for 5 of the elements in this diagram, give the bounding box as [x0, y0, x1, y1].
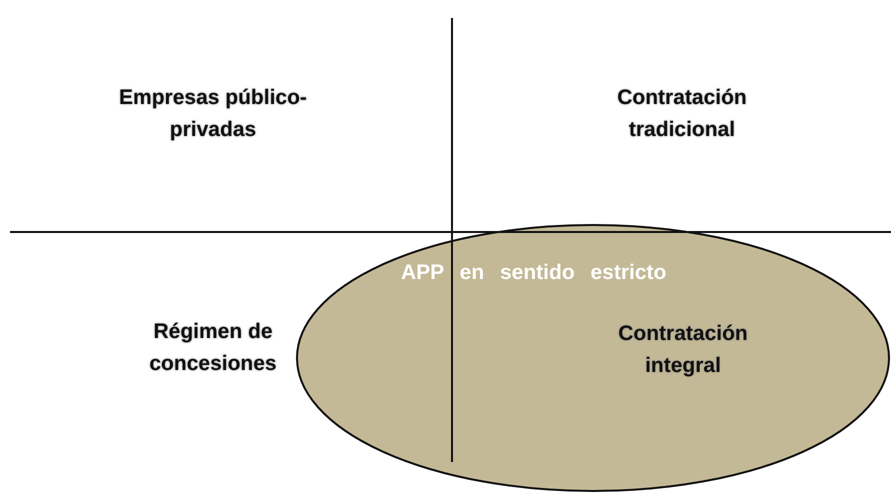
quadrant-label: Contratación tradicional [616, 85, 748, 143]
quadrant-label: Empresas público-privadas [118, 85, 308, 143]
quadrant-label: Contratación integral [617, 321, 749, 379]
quadrant-label: Régimen de concesiones [148, 319, 278, 377]
ellipse-label: APP en sentido estricto [401, 260, 666, 286]
